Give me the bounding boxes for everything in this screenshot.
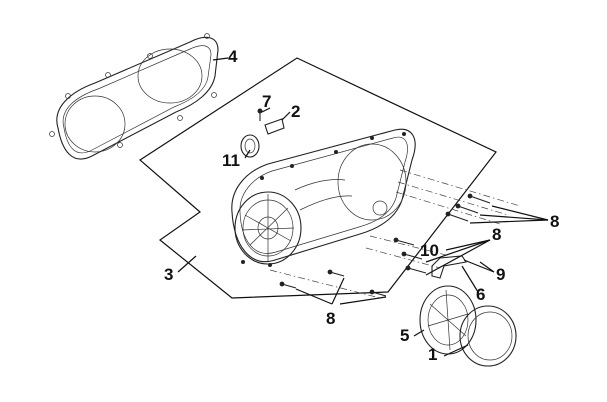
bolt-set-middle	[365, 235, 451, 274]
callout-8-middle: 8	[492, 225, 501, 244]
screw-part-7	[257, 108, 263, 121]
callout-3: 3	[164, 265, 173, 284]
callout-8-bottom: 8	[326, 309, 335, 328]
crankcase-cover-part-3	[231, 128, 416, 267]
callout-8-right: 8	[550, 212, 559, 231]
callout-2: 2	[291, 102, 300, 121]
gasket-part-4	[49, 33, 219, 160]
clip-part-10	[431, 255, 467, 279]
leader-lines	[177, 57, 549, 357]
callout-4: 4	[228, 47, 238, 66]
callout-1: 1	[428, 345, 437, 364]
callout-11: 11	[222, 151, 240, 170]
cover-cap-part-1	[459, 305, 517, 367]
bearing-part-11	[240, 134, 260, 158]
callout-6: 6	[476, 285, 485, 304]
callout-7: 7	[262, 92, 271, 111]
bolt-set-lower	[269, 269, 387, 299]
vent-plate-part-5	[419, 285, 477, 355]
callout-9: 9	[496, 265, 505, 284]
callout-10: 10	[420, 241, 439, 260]
bracket-part-2	[264, 118, 285, 135]
callout-5: 5	[400, 326, 409, 345]
bolt-set-upper	[395, 169, 521, 225]
